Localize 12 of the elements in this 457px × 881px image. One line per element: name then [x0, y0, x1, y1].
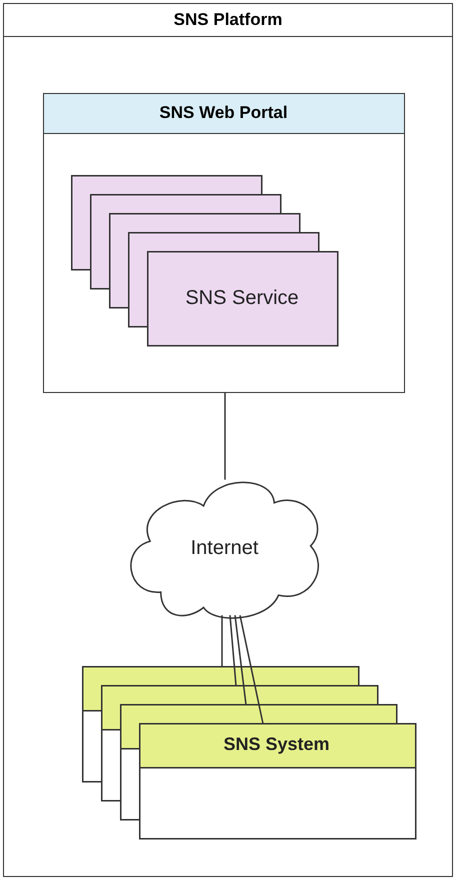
- stack-label: SNS Service: [185, 286, 299, 310]
- stack-label: SNS System: [223, 734, 330, 755]
- connector-line: [221, 615, 223, 667]
- portal-container: [42, 92, 404, 392]
- connector-line: [229, 615, 237, 686]
- header-title: SNS Platform: [174, 10, 282, 30]
- cloud-label: Internet: [190, 537, 258, 560]
- connector-line: [234, 615, 247, 705]
- connector-line: [239, 615, 264, 724]
- header-title: SNS Web Portal: [159, 103, 288, 123]
- connector-line: [224, 393, 226, 480]
- platform-container: [3, 3, 453, 877]
